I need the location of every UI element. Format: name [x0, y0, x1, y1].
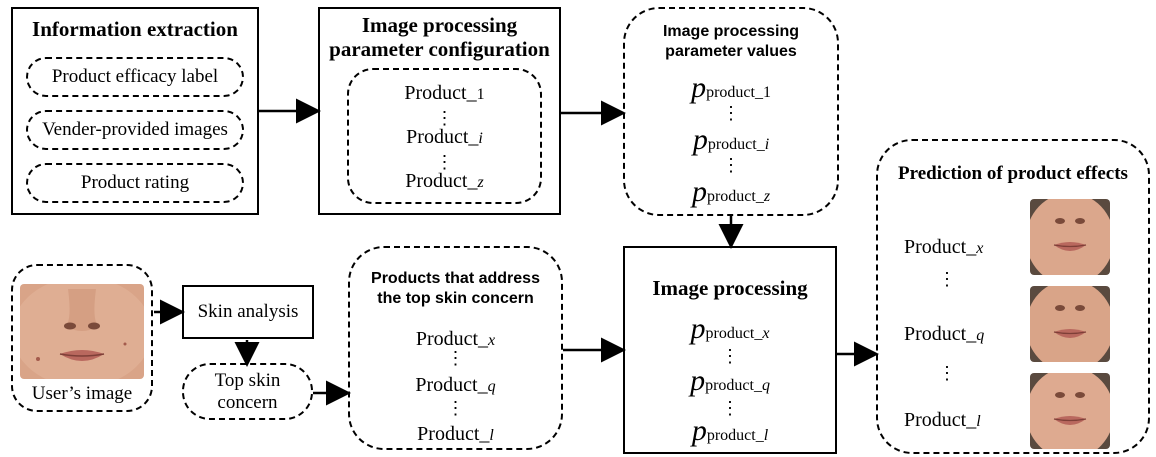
prediction-item-x: Product_x — [904, 236, 984, 258]
prediction-box: Prediction of product effects Product_x … — [876, 139, 1150, 454]
prediction-item-l: Product_l — [904, 409, 981, 431]
config-item-i: Product_i — [406, 126, 483, 148]
config-item-z: Product_z — [405, 170, 484, 192]
ellipsis: ⋮ — [938, 269, 956, 289]
ellipsis: ⋮ — [721, 398, 739, 418]
value-item-z: pproduct_z — [691, 175, 771, 208]
ellipsis: ⋮ — [722, 103, 740, 123]
address-item-l: Product_l — [417, 423, 494, 445]
processing-item-q: pproduct_q — [690, 364, 770, 397]
parameter-configuration-title-line1: Image processing — [361, 13, 518, 37]
processing-item-l: pproduct_l — [691, 414, 769, 447]
ellipsis: ⋮ — [938, 363, 956, 383]
predicted-face-x — [1030, 199, 1110, 275]
ellipsis: ⋮ — [721, 346, 739, 366]
predicted-face-l — [1030, 373, 1110, 449]
parameter-configuration-box: Image processing parameter configuration… — [318, 7, 561, 215]
top-skin-concern-line1: Top skin — [214, 370, 281, 391]
top-skin-concern-box: Top skin concern — [182, 363, 313, 420]
parameter-values-title-line1: Image processing — [662, 23, 800, 40]
predicted-face-q — [1030, 286, 1110, 362]
vender-provided-images-item: Vender-provided images — [26, 110, 244, 150]
image-processing-title: Image processing — [652, 276, 808, 300]
parameter-values-title-line2: parameter values — [665, 43, 797, 60]
user-image-label: User’s image — [31, 383, 133, 404]
ellipsis: ⋮ — [446, 348, 465, 368]
address-item-x: Product_x — [415, 328, 496, 350]
product-efficacy-label-item: Product efficacy label — [26, 57, 244, 97]
product-rating-item: Product rating — [26, 163, 244, 203]
address-products-title-line2: the top skin concern — [377, 290, 534, 307]
ellipsis: ⋮ — [722, 155, 740, 175]
parameter-values-box: Image processing parameter values pprodu… — [623, 7, 839, 216]
ellipsis: ⋮ — [446, 398, 465, 418]
user-image-box: User’s image — [11, 264, 153, 412]
ellipsis: ⋮ — [435, 108, 454, 128]
configuration-product-list: Product_1 ⋮ Product_i ⋮ Product_z — [347, 68, 542, 204]
information-extraction-box: Information extraction Product efficacy … — [11, 7, 259, 215]
skin-analysis-label: Skin analysis — [197, 301, 299, 322]
prediction-item-q: Product_q — [904, 323, 985, 345]
information-extraction-title: Information extraction — [32, 17, 238, 41]
value-item-1: pproduct_1 — [691, 71, 771, 104]
top-skin-concern-line2: concern — [217, 392, 278, 413]
user-face-photo — [20, 284, 144, 379]
address-products-box: Products that address the top skin conce… — [348, 246, 563, 450]
config-item-1: Product_1 — [404, 82, 485, 104]
address-products-title-line1: Products that address — [371, 270, 540, 287]
value-item-i: pproduct_i — [692, 123, 770, 156]
address-item-q: Product_q — [415, 374, 496, 396]
skin-analysis-box: Skin analysis — [182, 285, 314, 339]
processing-item-x: pproduct_x — [690, 312, 770, 345]
parameter-configuration-title-line2: parameter configuration — [329, 37, 550, 61]
prediction-title: Prediction of product effects — [898, 163, 1128, 184]
image-processing-box: Image processing pproduct_x ⋮ pproduct_q… — [623, 246, 837, 454]
ellipsis: ⋮ — [435, 152, 454, 172]
